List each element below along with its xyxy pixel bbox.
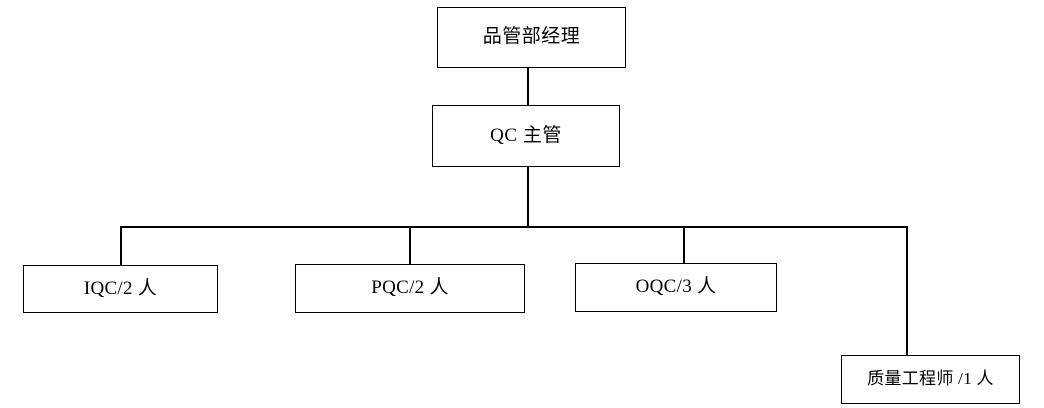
org-node-oqc[interactable]: OQC/3 人 <box>575 263 777 312</box>
org-node-qc-supervisor[interactable]: QC 主管 <box>432 105 620 167</box>
connector-horizontal-bus <box>120 226 908 228</box>
connector-bus-to-engineer <box>906 226 908 356</box>
org-node-qc-supervisor-label: QC 主管 <box>490 124 562 146</box>
org-node-quality-engineer[interactable]: 质量工程师 /1 人 <box>841 355 1020 404</box>
org-node-pqc[interactable]: PQC/2 人 <box>295 264 525 313</box>
org-node-oqc-label: OQC/3 人 <box>635 276 717 298</box>
org-node-iqc-label: IQC/2 人 <box>83 277 158 299</box>
connector-manager-to-supervisor <box>527 68 529 106</box>
connector-bus-to-oqc <box>683 226 685 264</box>
org-node-quality-engineer-label: 质量工程师 /1 人 <box>867 369 994 389</box>
org-node-iqc[interactable]: IQC/2 人 <box>23 265 218 313</box>
org-node-manager[interactable]: 品管部经理 <box>437 7 626 68</box>
connector-supervisor-stem <box>527 167 529 227</box>
org-node-pqc-label: PQC/2 人 <box>371 277 449 299</box>
org-node-manager-label: 品管部经理 <box>482 26 581 48</box>
connector-bus-to-pqc <box>409 226 411 265</box>
connector-bus-to-iqc <box>120 226 122 266</box>
